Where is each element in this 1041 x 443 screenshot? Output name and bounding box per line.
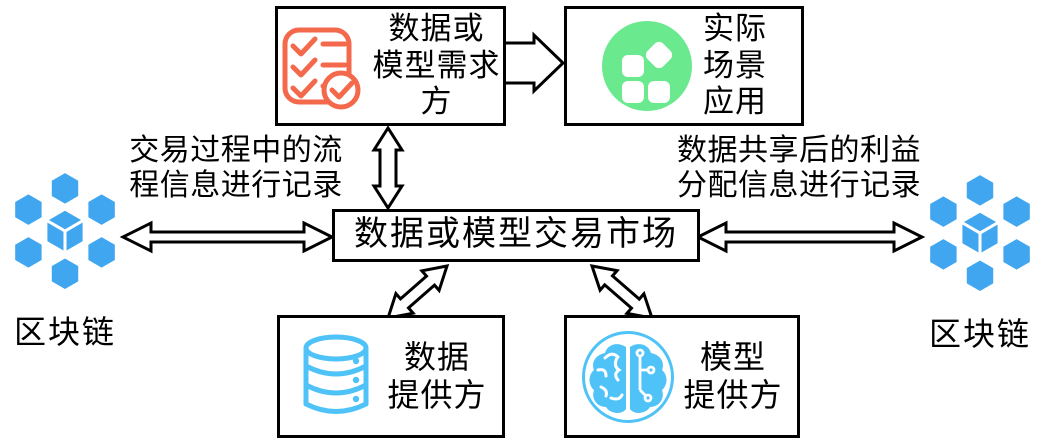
arrow-blockchain-left-market [119, 220, 336, 254]
annotation-line: 数据共享后的利益 [677, 134, 921, 167]
data-provider-box: 数据 提供方 [277, 315, 505, 438]
model-provider-box: 模型 提供方 [564, 315, 800, 438]
blockchain-left-label: 区块链 [13, 314, 116, 350]
annotation-benefit-record: 数据共享后的利益 分配信息进行记录 [670, 133, 928, 203]
arrow-market-model-provider [589, 264, 655, 320]
annotation-line: 程信息进行记录 [129, 169, 343, 202]
application-label: 实际 场景 应用 [703, 11, 767, 121]
checklist-icon [281, 20, 369, 112]
blockchain-right: 区块链 [918, 170, 1041, 355]
annotation-line: 分配信息进行记录 [677, 169, 921, 202]
annotation-transaction-record: 交易过程中的流 程信息进行记录 [110, 133, 362, 203]
label-line: 提供方 [387, 376, 487, 413]
apps-icon [601, 20, 693, 112]
label-line: 数据 [403, 338, 470, 375]
arrow-demander-market [371, 125, 405, 211]
label-line: 提供方 [683, 376, 783, 413]
demander-box: 数据或 模型需求 方 [275, 6, 506, 126]
arrow-demander-to-application [501, 31, 566, 95]
annotation-line: 交易过程中的流 [129, 134, 343, 167]
market-box: 数据或模型交易市场 [332, 209, 700, 262]
database-icon [295, 333, 377, 421]
demander-label: 数据或 模型需求 方 [373, 11, 501, 121]
data-provider-label: 数据 提供方 [387, 339, 486, 415]
blockchain-icon [919, 175, 1041, 296]
blockchain-icon [4, 173, 126, 294]
label-line: 应用 [703, 84, 767, 120]
label-line: 场景 [703, 47, 767, 83]
model-provider-label: 模型 提供方 [683, 339, 782, 415]
label-line: 实际 [703, 11, 767, 47]
label-line: 方 [420, 84, 453, 120]
blockchain-right-label: 区块链 [928, 316, 1031, 352]
label-line: 模型需求 [372, 47, 501, 83]
arrow-market-data-provider [385, 264, 450, 320]
brain-icon [581, 330, 675, 424]
blockchain-left: 区块链 [3, 168, 127, 353]
arrow-market-blockchain-right [694, 220, 926, 254]
market-label: 数据或模型交易市场 [354, 216, 678, 254]
label-line: 数据或 [388, 11, 485, 47]
application-box: 实际 场景 应用 [564, 6, 804, 126]
label-line: 模型 [699, 338, 766, 375]
